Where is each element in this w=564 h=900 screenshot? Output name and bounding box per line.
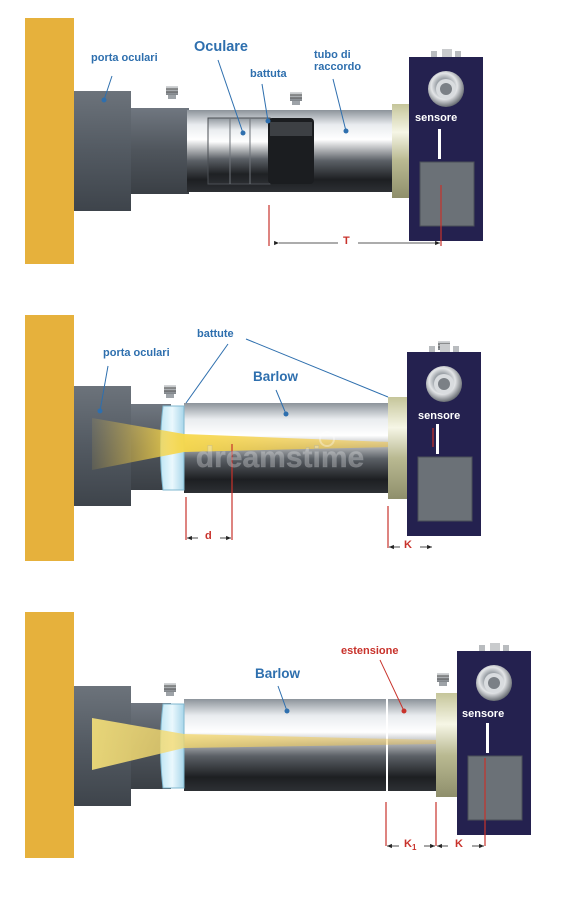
panel-middle: dreamstime — [25, 315, 482, 561]
distance-k-label: K — [404, 539, 412, 551]
distance-k1-subscript: 1 — [411, 843, 417, 853]
distance-t-label: T — [343, 235, 350, 247]
barlow-label: Barlow — [253, 369, 299, 384]
thumb-screw-icon — [163, 682, 177, 697]
extension-label: estensione — [341, 645, 399, 657]
stops-label: battute — [197, 328, 234, 340]
stop-label: battuta — [250, 68, 287, 80]
eyepiece-holder-body — [74, 91, 131, 211]
panel-bottom — [25, 612, 532, 858]
distance-k1-letter: K — [404, 838, 412, 850]
t-ring — [388, 397, 408, 499]
light-cone — [92, 418, 390, 470]
distance-k-label: K — [455, 838, 463, 850]
adapter-tube-label: tubo di raccordo — [314, 49, 362, 73]
sensor-label: sensore — [415, 112, 458, 124]
telescope-flange — [25, 612, 74, 858]
watermark: dreamstime — [196, 441, 364, 474]
camera-sensor-box — [456, 642, 532, 836]
distance-k1-label: K1 — [404, 838, 417, 853]
light-cone — [92, 718, 437, 770]
eyepiece-holder-label: porta oculari — [91, 52, 158, 64]
thumb-screw-icon — [289, 91, 303, 106]
eyepiece-holder-neck — [131, 108, 189, 194]
panel-top — [25, 18, 484, 264]
sensor-label: sensore — [462, 708, 505, 720]
barlow-label: Barlow — [255, 666, 301, 681]
thumb-screw-icon — [165, 85, 179, 100]
eyepiece-label: Oculare — [194, 39, 248, 55]
sensor-label: sensore — [418, 410, 461, 422]
t-ring — [392, 104, 410, 198]
thumb-screw-icon — [436, 672, 450, 687]
camera-sensor-box — [408, 48, 484, 242]
extension-tube — [387, 699, 437, 791]
eyepiece-barrel — [208, 118, 270, 184]
thumb-screw-icon — [163, 384, 177, 399]
telescope-flange — [25, 18, 74, 264]
camera-sensor-box — [406, 343, 482, 537]
distance-d-label: d — [205, 530, 212, 542]
telescope-flange — [25, 315, 74, 561]
eyepiece-holder-label: porta oculari — [103, 347, 170, 359]
t-ring — [436, 693, 458, 797]
